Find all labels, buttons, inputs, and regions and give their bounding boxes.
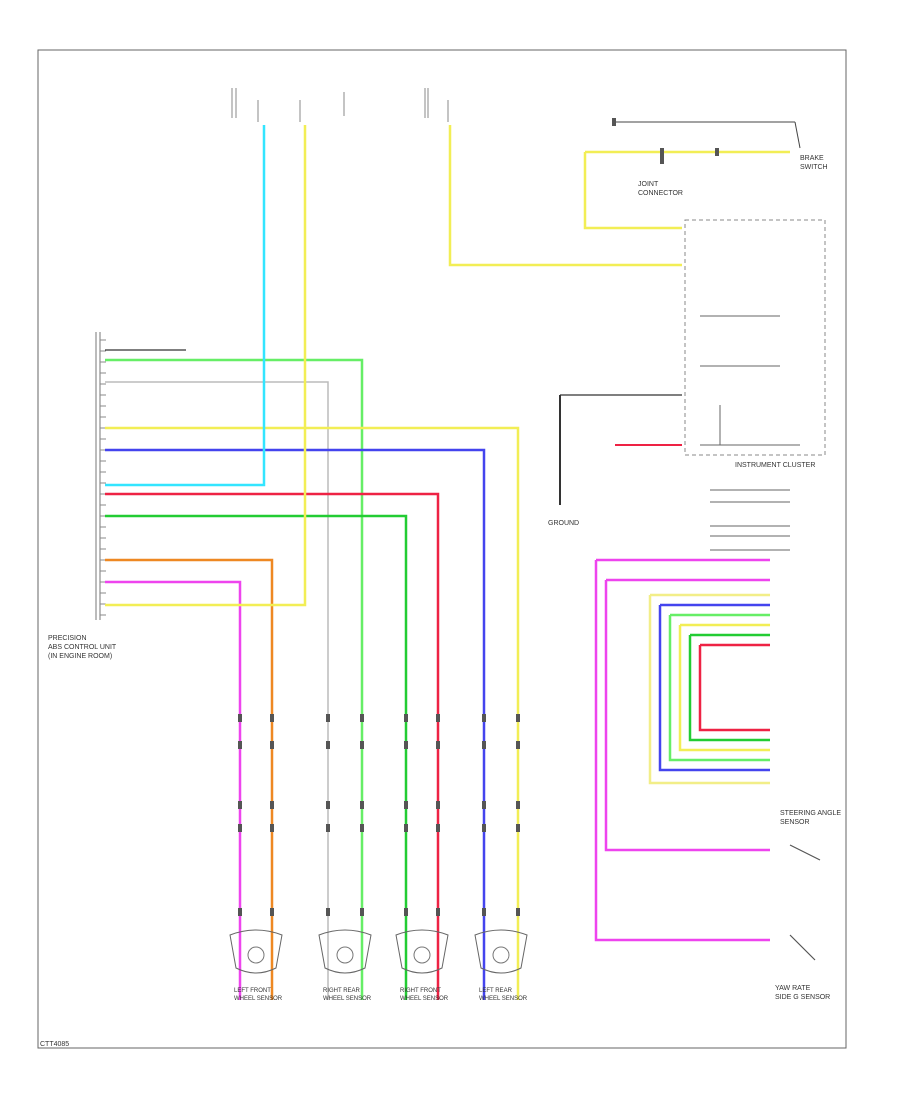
connector-mark <box>482 741 486 749</box>
wire-yellow-top <box>448 125 682 267</box>
connector-mark <box>270 741 274 749</box>
wire-pink <box>105 580 242 1000</box>
fuse-block-top <box>231 88 449 122</box>
connector-mark <box>436 908 440 916</box>
connector-mark <box>436 741 440 749</box>
connector-mark <box>270 801 274 809</box>
connector-mark <box>238 741 242 749</box>
connector-mark <box>326 908 330 916</box>
connector-mark <box>326 801 330 809</box>
wire-yellow-long <box>105 426 520 1000</box>
connector-mark <box>482 714 486 722</box>
connector-mark <box>270 908 274 916</box>
connector-mark <box>326 741 330 749</box>
connector-mark <box>360 801 364 809</box>
wire-light-green-1 <box>105 358 364 1000</box>
abs-module-connector <box>95 332 101 620</box>
connector-mark <box>326 824 330 832</box>
connector-mark <box>516 801 520 809</box>
brake-switch-area <box>583 121 801 230</box>
connector-mark <box>436 824 440 832</box>
connector-mark <box>360 714 364 722</box>
connector-mark <box>360 741 364 749</box>
connector-mark <box>482 908 486 916</box>
label-instrument-cluster: INSTRUMENT CLUSTER <box>735 462 815 469</box>
connector-mark <box>404 824 408 832</box>
connector-mark <box>404 801 408 809</box>
wire-orange <box>105 558 274 1000</box>
connector-mark <box>404 714 408 722</box>
switches-right <box>789 844 821 961</box>
connector-mark <box>516 714 520 722</box>
connector-mark <box>360 824 364 832</box>
wire-light-blue <box>105 125 266 487</box>
connector-mark <box>238 824 242 832</box>
cluster-internals <box>700 315 800 446</box>
wire-green <box>105 514 408 1000</box>
connector-mark <box>238 908 242 916</box>
abs-wires <box>105 125 520 1000</box>
connector-mark <box>270 824 274 832</box>
connector-mark <box>404 741 408 749</box>
page-code: CTT4085 <box>40 1041 69 1048</box>
connector-mark <box>482 824 486 832</box>
connector-mark <box>516 908 520 916</box>
wire-blue <box>105 448 486 1000</box>
can-wires <box>594 558 770 942</box>
label-ground: GROUND <box>548 520 579 527</box>
right-connector-lines <box>710 489 790 551</box>
connector-mark <box>238 801 242 809</box>
connector-mark <box>326 714 330 722</box>
instrument-cluster-box <box>684 219 826 456</box>
connector-mark <box>516 741 520 749</box>
connector-marks <box>238 714 520 916</box>
connector-mark <box>404 908 408 916</box>
connector-mark <box>516 824 520 832</box>
wire-yellow-fuse <box>105 125 307 607</box>
wire-gray <box>105 381 329 1000</box>
connector-mark <box>482 801 486 809</box>
connector-mark <box>436 801 440 809</box>
brake-switch-ticks <box>612 118 719 164</box>
connector-mark <box>360 908 364 916</box>
diagram-frame <box>37 49 847 1049</box>
connector-mark <box>270 714 274 722</box>
connector-mark <box>436 714 440 722</box>
connector-mark <box>238 714 242 722</box>
